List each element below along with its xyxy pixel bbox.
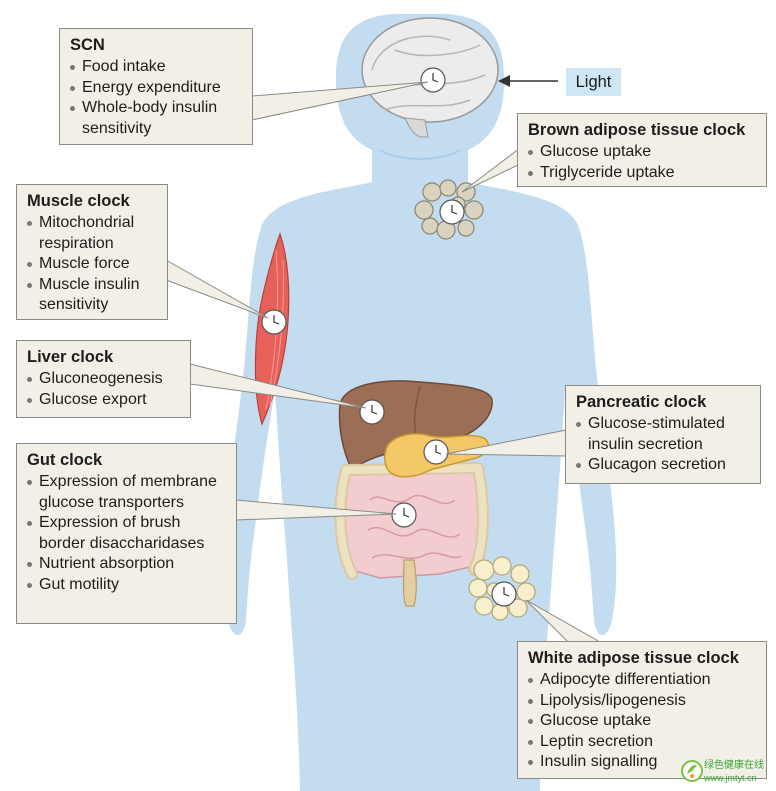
pancreas-clock-icon (423, 439, 449, 465)
gut-callout: Gut clock Expression of membrane glucose… (16, 443, 237, 624)
list-item: Nutrient absorption (27, 554, 226, 575)
gut-clock-icon (391, 502, 417, 528)
brown-adipose-clock-icon (439, 199, 465, 225)
pancreatic-title: Pancreatic clock (576, 393, 707, 411)
light-arrow (498, 75, 558, 87)
list-item: Gluconeogenesis (27, 369, 180, 390)
list-item: Glucose-stimulated insulin secretion (576, 414, 750, 455)
watermark-url: www.jmtyt.cn (704, 773, 757, 783)
neck-contour (379, 149, 461, 160)
scn-clock-icon (420, 67, 446, 93)
scn-callout-pointer (251, 81, 429, 121)
gut-title: Gut clock (27, 451, 103, 469)
brown-adipose-list: Glucose uptake Triglyceride uptake (528, 142, 756, 183)
list-item: Glucagon secretion (576, 455, 750, 476)
light-label: Light (566, 68, 621, 96)
list-item: Expression of brush border disaccharidas… (27, 513, 226, 554)
list-item: Gut motility (27, 575, 226, 596)
brown-adipose-title: Brown adipose tissue clock (528, 121, 746, 139)
watermark-text: 绿色健康在线 (704, 760, 764, 771)
liver-callout-pointer (189, 363, 367, 409)
scn-list: Food intake Energy expenditure Whole-bod… (70, 57, 242, 139)
brown-adipose-callout: Brown adipose tissue clock Glucose uptak… (517, 113, 767, 187)
muscle-clock-icon (261, 309, 287, 335)
pancreatic-callout: Pancreatic clock Glucose-stimulated insu… (565, 385, 761, 484)
white-adipose-clock-icon (491, 581, 517, 607)
pancreatic-list: Glucose-stimulated insulin secretion Glu… (576, 414, 750, 476)
white-adipose-list: Adipocyte differentiation Lipolysis/lipo… (528, 670, 756, 773)
muscle-callout: Muscle clock Mitochondrial respiration M… (16, 184, 168, 320)
gut-callout-pointer (235, 499, 397, 521)
list-item: Leptin secretion (528, 732, 756, 753)
brown-adipose-callout-pointer (461, 147, 521, 193)
list-item: Food intake (70, 57, 242, 78)
list-item: Glucose export (27, 390, 180, 411)
white-adipose-title: White adipose tissue clock (528, 649, 739, 667)
muscle-title: Muscle clock (27, 192, 130, 210)
watermark-logo-icon (681, 760, 703, 782)
list-item: Adipocyte differentiation (528, 670, 756, 691)
liver-callout: Liver clock Gluconeogenesis Glucose expo… (16, 340, 191, 418)
gut-list: Expression of membrane glucose transport… (27, 472, 226, 595)
white-adipose-callout-pointer (525, 599, 601, 643)
list-item: Muscle force (27, 254, 157, 275)
scn-title: SCN (70, 36, 105, 54)
muscle-callout-pointer (165, 259, 269, 319)
liver-title: Liver clock (27, 348, 114, 366)
white-adipose-illustration (468, 556, 536, 621)
list-item: Energy expenditure (70, 78, 242, 99)
list-item: Mitochondrial respiration (27, 213, 157, 254)
list-item: Expression of membrane glucose transport… (27, 472, 226, 513)
scn-callout: SCN Food intake Energy expenditure Whole… (59, 28, 253, 145)
liver-list: Gluconeogenesis Glucose export (27, 369, 180, 410)
muscle-list: Mitochondrial respiration Muscle force M… (27, 213, 157, 316)
list-item: Glucose uptake (528, 142, 756, 163)
list-item: Glucose uptake (528, 711, 756, 732)
list-item: Insulin signalling (528, 752, 756, 773)
list-item: Whole-body insulin sensitivity (70, 98, 242, 139)
list-item: Lipolysis/lipogenesis (528, 691, 756, 712)
list-item: Muscle insulin sensitivity (27, 275, 157, 316)
list-item: Triglyceride uptake (528, 163, 756, 184)
pancreatic-callout-pointer (445, 429, 567, 457)
liver-clock-icon (359, 399, 385, 425)
white-adipose-callout: White adipose tissue clock Adipocyte dif… (517, 641, 767, 779)
